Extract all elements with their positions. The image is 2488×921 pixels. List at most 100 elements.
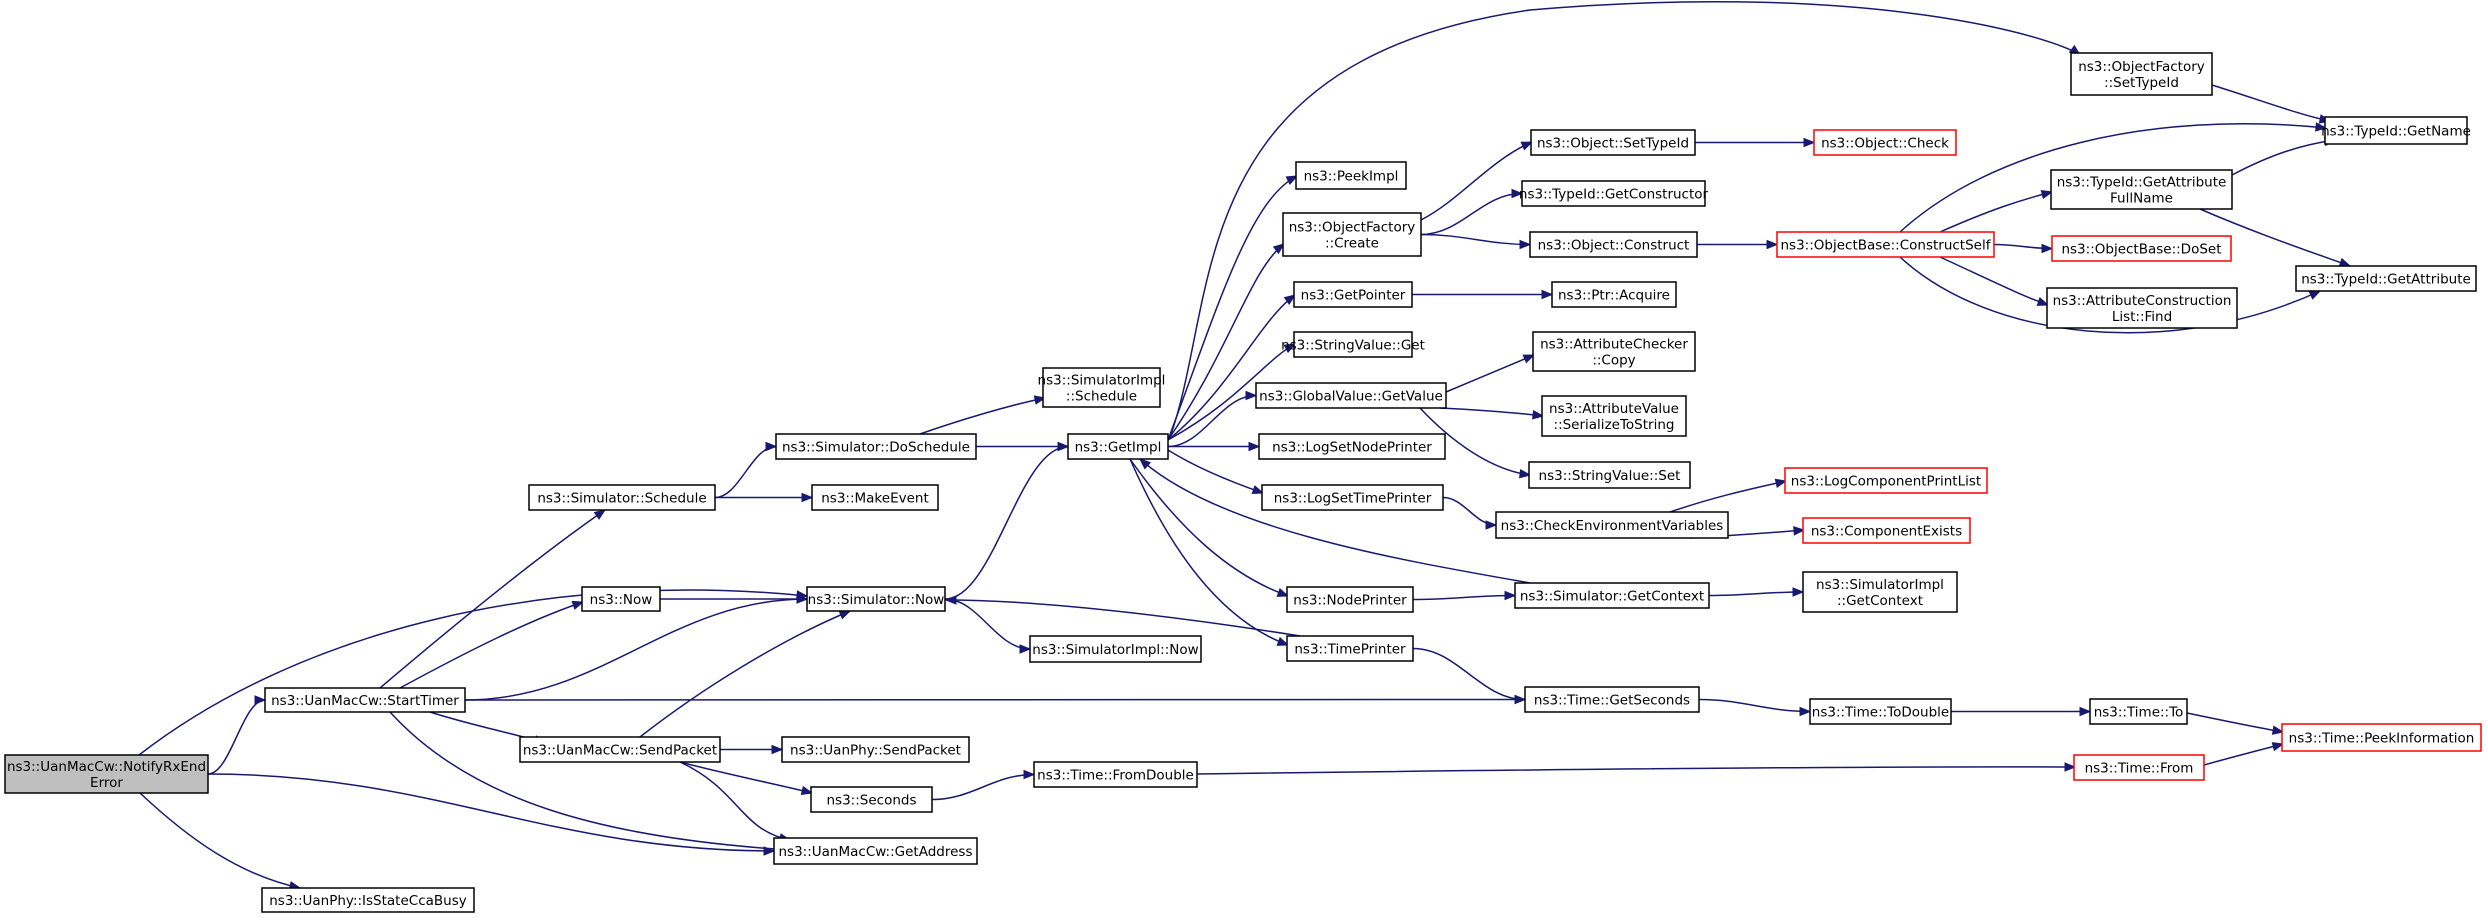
node-label: ::SerializeToString	[1554, 417, 1675, 433]
node-simimpl-now[interactable]: ns3::SimulatorImpl::Now	[1029, 635, 1202, 663]
node-box	[1813, 129, 1957, 156]
node-label: ns3::ObjectBase::DoSet	[2061, 242, 2221, 258]
node-label: ns3::TimePrinter	[1294, 642, 1406, 658]
node-label: ns3::LogComponentPrintList	[1791, 474, 1981, 490]
node-label: ns3::Time::To	[2094, 705, 2184, 721]
node-ob-constructself[interactable]: ns3::ObjectBase::ConstructSelf	[1776, 231, 1995, 258]
node-label: ns3::Object::Construct	[1538, 238, 1690, 254]
node-label: ns3::AttributeValue	[1549, 401, 1679, 417]
edge-tid-getattrfullname-to-tid-getattribute	[2199, 208, 2352, 267]
node-obj-settypeid[interactable]: ns3::Object::SetTypeId	[1530, 129, 1696, 156]
node-label: ns3::UanMacCw::StartTimer	[271, 693, 459, 709]
node-box	[2070, 52, 2213, 96]
node-label: ns3::AttributeChecker	[1540, 337, 1688, 353]
node-box	[1286, 635, 1414, 662]
edge-of-create-to-obj-settypeid	[1420, 141, 1534, 221]
node-label: ns3::GetImpl	[1075, 440, 1162, 456]
node-simimpl-getcontext[interactable]: ns3::SimulatorImpl::GetContext	[1802, 571, 1958, 613]
node-sendpacket[interactable]: ns3::UanMacCw::SendPacket	[519, 736, 721, 763]
node-simimpl-schedule[interactable]: ns3::SimulatorImpl::Schedule	[1038, 367, 1166, 408]
node-label: ns3::UanMacCw::NotifyRxEnd	[7, 759, 206, 775]
node-sv-set[interactable]: ns3::StringValue::Set	[1528, 461, 1691, 489]
node-fromdouble[interactable]: ns3::Time::FromDouble	[1033, 761, 1198, 788]
node-label: Error	[90, 775, 123, 791]
node-label: ns3::ObjectBase::ConstructSelf	[1781, 238, 1992, 254]
node-box	[1521, 180, 1706, 207]
node-obj-construct[interactable]: ns3::Object::Construct	[1529, 231, 1698, 258]
node-logsettimeprinter[interactable]: ns3::LogSetTimePrinter	[1261, 484, 1444, 511]
node-label: ns3::AttributeConstruction	[2053, 293, 2232, 309]
node-obj-check[interactable]: ns3::Object::Check	[1813, 129, 1957, 156]
node-peekimpl[interactable]: ns3::PeekImpl	[1295, 161, 1407, 190]
node-sim-getcontext[interactable]: ns3::Simulator::GetContext	[1514, 582, 1710, 609]
node-box	[2089, 698, 2188, 725]
node-uanphy-sendpacket[interactable]: ns3::UanPhy::SendPacket	[781, 736, 970, 763]
edge-of-settypeid-to-tid-getname	[2211, 84, 2332, 124]
node-starttimer[interactable]: ns3::UanMacCw::StartTimer	[264, 687, 466, 713]
edge-getimpl-to-logsetnodeprinter	[1167, 441, 1261, 452]
node-label: ns3::GlobalValue::GetValue	[1259, 389, 1443, 405]
node-of-settypeid[interactable]: ns3::ObjectFactory::SetTypeId	[2070, 52, 2213, 96]
node-nodeprinter[interactable]: ns3::NodePrinter	[1286, 586, 1414, 613]
edge-getimpl-to-timeprinter	[1129, 458, 1290, 646]
node-ptr-acquire[interactable]: ns3::Ptr::Acquire	[1551, 281, 1677, 308]
node-box	[781, 736, 970, 763]
node-sv-get[interactable]: ns3::StringValue::Get	[1281, 331, 1425, 358]
node-box	[810, 786, 933, 813]
edge-ob-constructself-to-ob-doset	[1993, 243, 2054, 254]
node-ob-doset[interactable]: ns3::ObjectBase::DoSet	[2051, 235, 2232, 262]
node-label: ns3::UanMacCw::SendPacket	[523, 743, 717, 759]
node-label: FullName	[2110, 191, 2173, 207]
node-sim-schedule[interactable]: ns3::Simulator::Schedule	[528, 484, 716, 511]
node-gettime-getseconds[interactable]: ns3::Time::GetSeconds	[1524, 686, 1700, 713]
node-av-serialize[interactable]: ns3::AttributeValue::SerializeToString	[1541, 395, 1687, 437]
edge-getimpl-to-getpointer	[1167, 294, 1297, 441]
node-getimpl[interactable]: ns3::GetImpl	[1067, 433, 1169, 460]
node-box	[261, 887, 475, 913]
node-box	[1529, 231, 1698, 258]
node-gv-getvalue[interactable]: ns3::GlobalValue::GetValue	[1255, 382, 1447, 409]
node-logcomponentprintlist[interactable]: ns3::LogComponentPrintList	[1784, 467, 1988, 494]
node-sim-doschedule[interactable]: ns3::Simulator::DoSchedule	[775, 433, 977, 460]
node-time-todouble[interactable]: ns3::Time::ToDouble	[1809, 698, 1952, 725]
node-of-create[interactable]: ns3::ObjectFactory::Create	[1282, 212, 1422, 257]
node-box	[1514, 582, 1710, 609]
node-tid-getattribute[interactable]: ns3::TypeId::GetAttribute	[2295, 265, 2477, 292]
node-label: ns3::ComponentExists	[1811, 524, 1962, 540]
node-label: ::Create	[1325, 236, 1379, 252]
node-logsetnodeprinter[interactable]: ns3::LogSetNodePrinter	[1258, 433, 1446, 460]
node-isstateccabusy[interactable]: ns3::UanPhy::IsStateCcaBusy	[261, 887, 475, 913]
edge-seconds-to-fromdouble	[931, 769, 1036, 801]
node-label: ns3::SimulatorImpl	[1816, 577, 1944, 593]
node-seconds[interactable]: ns3::Seconds	[810, 786, 933, 813]
node-getaddress[interactable]: ns3::UanMacCw::GetAddress	[773, 837, 978, 865]
node-box	[811, 484, 939, 511]
node-label: ns3::NodePrinter	[1293, 593, 1407, 609]
node-sim-now[interactable]: ns3::Simulator::Now	[806, 586, 946, 612]
node-box	[1802, 517, 1971, 544]
node-time-from[interactable]: ns3::Time::From	[2073, 754, 2205, 781]
node-timeprinter[interactable]: ns3::TimePrinter	[1286, 635, 1414, 662]
node-componentexists[interactable]: ns3::ComponentExists	[1802, 517, 1971, 544]
node-checkenv[interactable]: ns3::CheckEnvironmentVariables	[1495, 511, 1729, 539]
node-makeevent[interactable]: ns3::MakeEvent	[811, 484, 939, 511]
node-getpointer[interactable]: ns3::GetPointer	[1293, 281, 1413, 308]
node-time-peekinfo[interactable]: ns3::Time::PeekInformation	[2281, 723, 2482, 752]
node-box	[2324, 116, 2468, 145]
edge-sim-getcontext-to-getimpl	[1138, 458, 1531, 584]
node-now[interactable]: ns3::Now	[581, 586, 661, 612]
node-label: ns3::StringValue::Set	[1539, 468, 1681, 484]
node-ac-copy[interactable]: ns3::AttributeChecker::Copy	[1532, 331, 1696, 372]
node-label: ns3::SimulatorImpl::Now	[1032, 642, 1198, 658]
node-label: ns3::UanMacCw::GetAddress	[779, 844, 973, 860]
node-box	[1802, 571, 1958, 613]
node-tid-getname[interactable]: ns3::TypeId::GetName	[2321, 116, 2471, 145]
node-box	[519, 736, 721, 763]
node-box	[1033, 761, 1198, 788]
node-time-to[interactable]: ns3::Time::To	[2089, 698, 2188, 725]
node-tid-getconstructor[interactable]: ns3::TypeId::GetConstructor	[1519, 180, 1709, 207]
